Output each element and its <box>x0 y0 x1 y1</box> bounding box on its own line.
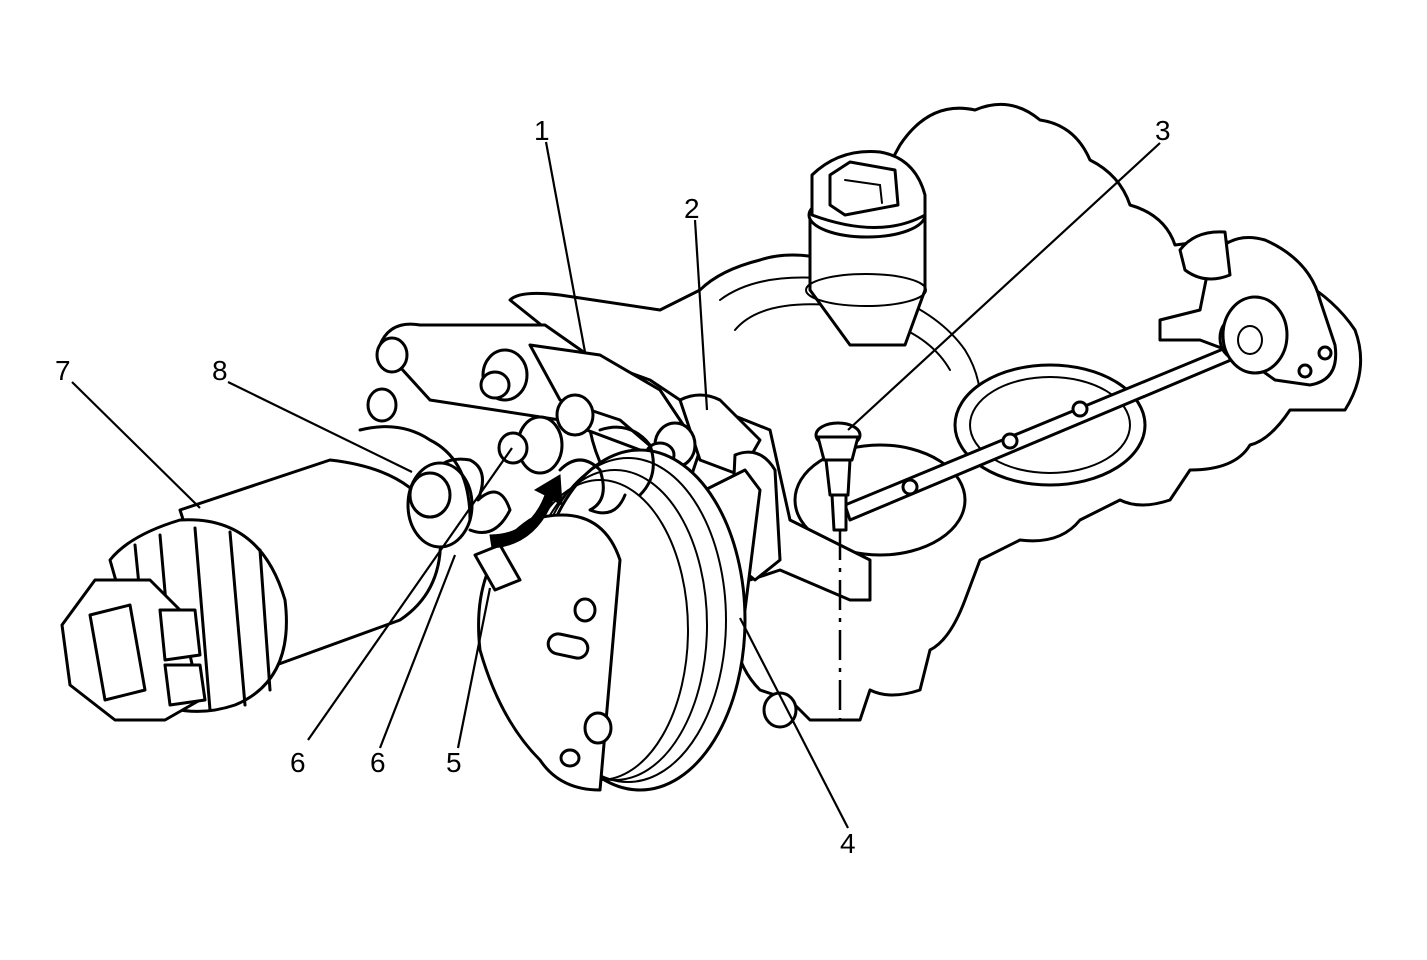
callout-5: 5 <box>446 747 462 778</box>
callout-6-left: 6 <box>290 747 306 778</box>
callout-7: 7 <box>55 355 71 386</box>
callout-3: 3 <box>1155 115 1171 146</box>
callout-6-right: 6 <box>370 747 386 778</box>
bolt-6 <box>497 415 564 475</box>
callout-labels: 1 2 3 4 5 6 6 7 8 <box>55 115 1171 859</box>
rotation-arrow-icon <box>489 474 563 549</box>
pin-fastener <box>814 421 862 532</box>
actuator-motor <box>60 425 474 722</box>
cable-drum <box>477 448 747 792</box>
callout-1: 1 <box>534 115 550 146</box>
callout-4: 4 <box>840 828 856 859</box>
leader-lines <box>71 141 1161 829</box>
callout-2: 2 <box>684 193 700 224</box>
upper-sensor <box>805 149 927 347</box>
throttle-position-sensor <box>1158 230 1338 387</box>
callout-8: 8 <box>212 355 228 386</box>
